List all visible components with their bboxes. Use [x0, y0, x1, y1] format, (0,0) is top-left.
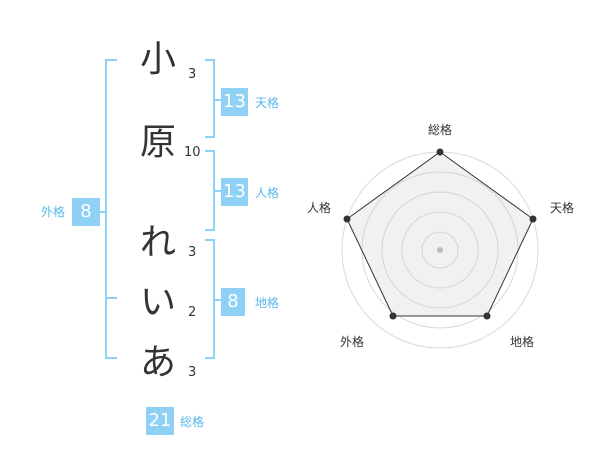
stroke-count-4: 2: [188, 305, 197, 320]
radar-point-tenkaku: [529, 215, 537, 223]
chikaku-bracket: [205, 239, 215, 359]
tenkaku-value-badge: 13: [221, 88, 248, 116]
radar-polygon: [346, 151, 534, 317]
gaikaku-label: 外格: [41, 205, 66, 219]
radar-axis-label-jinkaku: 人格: [307, 201, 332, 215]
radar-axis-label-soukaku: 総格: [428, 123, 453, 137]
gaikaku-value-badge: 8: [72, 198, 100, 226]
radar-point-jinkaku: [343, 215, 351, 223]
radar-ring-3: [381, 191, 499, 309]
soukaku-value-badge: 21: [146, 407, 174, 435]
soukaku-label: 総格: [180, 415, 205, 429]
radar-point-soukaku: [436, 148, 444, 156]
radar-ring-outer: [341, 151, 539, 349]
jinkaku-bracket: [205, 150, 215, 231]
name-char-5: あ: [139, 342, 176, 383]
radar-ring-4: [361, 171, 519, 329]
radar-ring-2: [401, 211, 479, 289]
stroke-count-2: 10: [184, 145, 201, 160]
chikaku-value-badge: 8: [221, 288, 245, 316]
name-char-1: 小: [139, 39, 176, 80]
tenkaku-bracket: [205, 59, 215, 138]
radar-center-dot: [437, 247, 443, 253]
radar-axis-label-tenkaku: 天格: [550, 201, 575, 215]
radar-axis-label-chikaku: 地格: [510, 335, 535, 349]
chikaku-label: 地格: [255, 296, 280, 310]
jinkaku-label: 人格: [255, 186, 280, 200]
stroke-count-1: 3: [188, 67, 197, 82]
tenkaku-label: 天格: [255, 96, 280, 110]
stroke-count-5: 3: [188, 365, 197, 380]
stroke-count-3: 3: [188, 245, 197, 260]
radar-point-chikaku: [483, 312, 491, 320]
radar-point-gaikaku: [389, 312, 397, 320]
jinkaku-value-badge: 13: [221, 178, 248, 206]
radar-axis-label-gaikaku: 外格: [340, 335, 365, 349]
name-char-2: 原: [139, 122, 176, 163]
name-char-3: れ: [139, 222, 176, 263]
name-char-4: い: [139, 282, 176, 323]
radar-ring-1: [421, 231, 459, 269]
